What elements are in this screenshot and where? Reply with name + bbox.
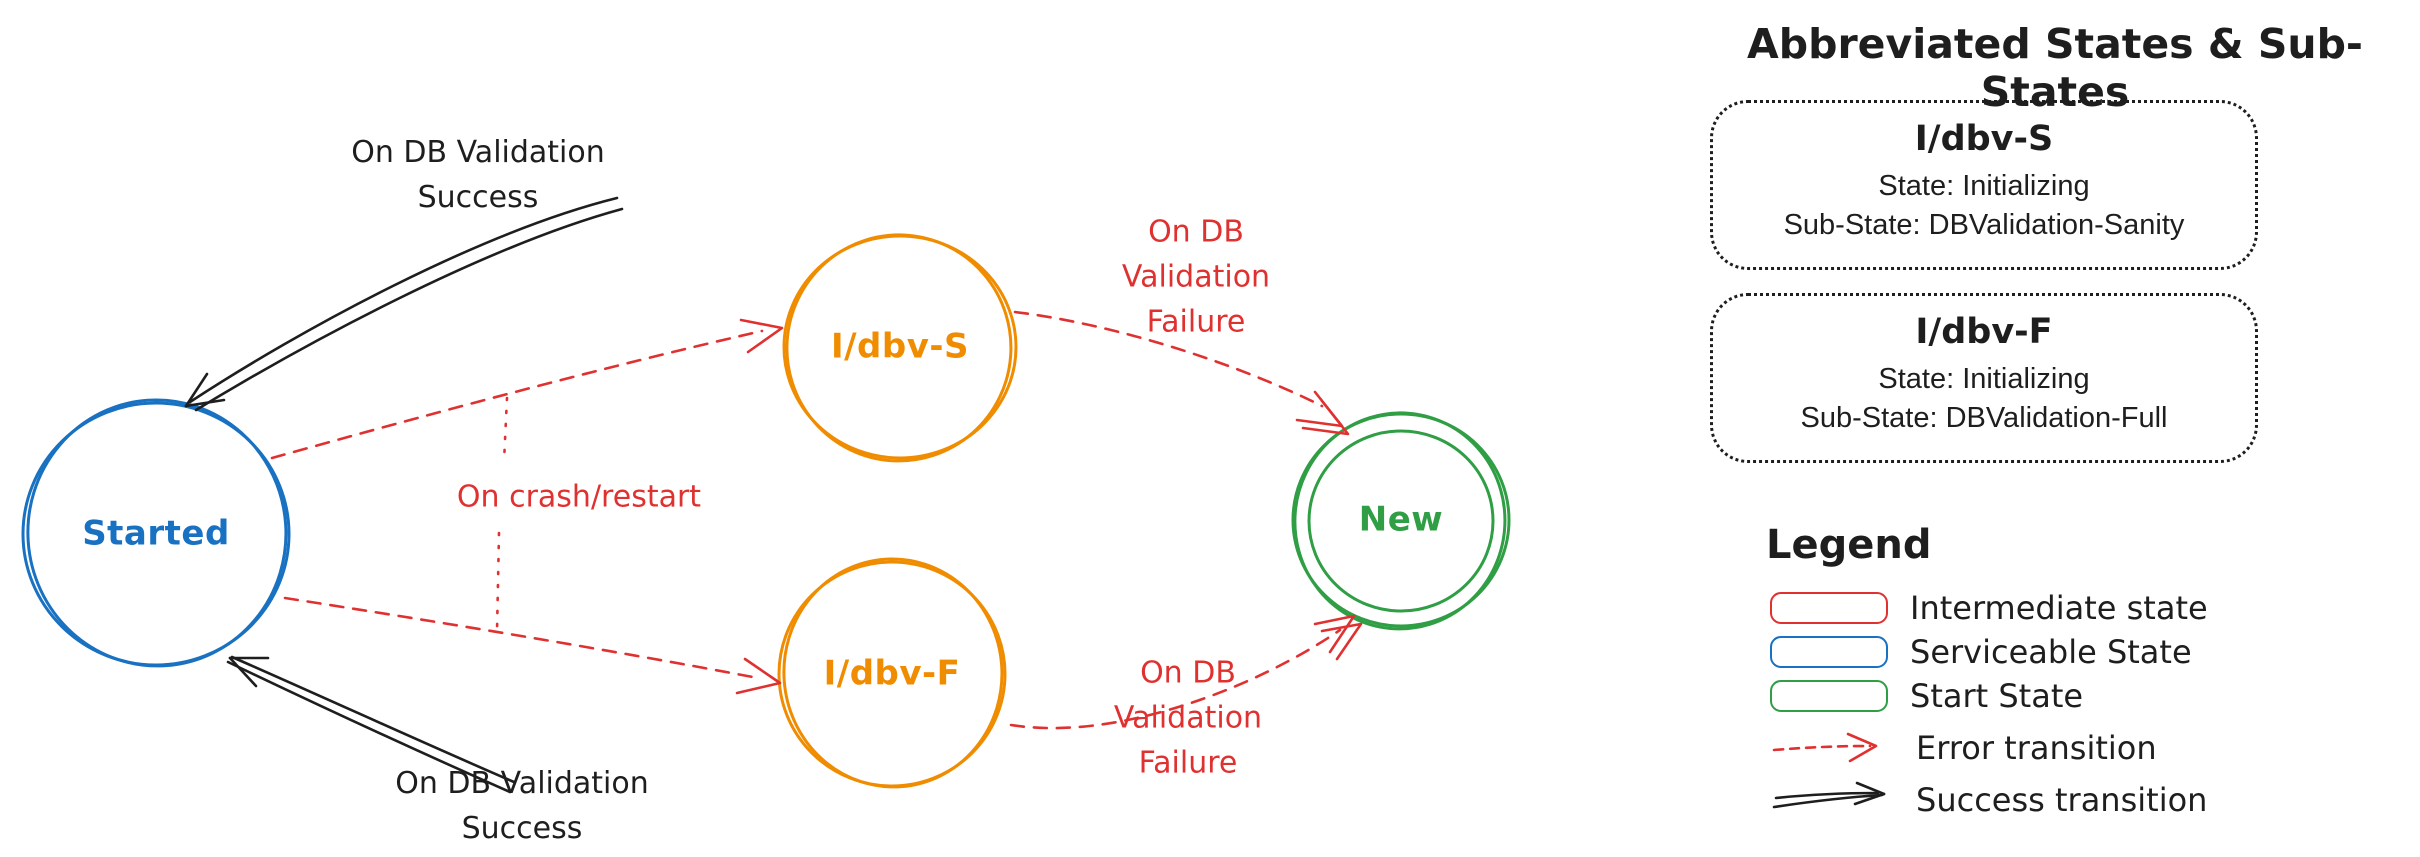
substate-box-idbv-f-substate: Sub-State: DBValidation-Full bbox=[1800, 402, 2168, 435]
error-transition-idbv-s-to-new bbox=[1013, 310, 1350, 436]
substate-box-idbv-s-title: I/dbv-S bbox=[1914, 119, 2054, 159]
legend-item-success-transition: Success transition bbox=[1770, 780, 2207, 820]
serviceable-state-swatch bbox=[1770, 636, 1888, 668]
intermediate-state-swatch bbox=[1770, 592, 1888, 624]
edge-label-failure-top: On DB Validation Failure bbox=[1121, 214, 1271, 340]
error-transition-started-to-idbv-f bbox=[283, 596, 782, 695]
legend-label: Start State bbox=[1910, 677, 2084, 715]
substate-box-idbv-f-state: State: Initializing bbox=[1878, 363, 2090, 395]
panel-title: Abbreviated States & Sub-States bbox=[1747, 20, 2363, 116]
legend-label: Error transition bbox=[1916, 729, 2157, 767]
legend-item-start-state: Start State bbox=[1770, 677, 2083, 715]
success-transition-top-arrow bbox=[184, 196, 624, 412]
legend-item-intermediate-state: Intermediate state bbox=[1770, 589, 2208, 627]
state-idbv-f-label: I/dbv-F bbox=[823, 653, 961, 694]
legend-title: Legend bbox=[1766, 522, 1932, 568]
state-new-label: New bbox=[1358, 499, 1444, 540]
legend-label: Success transition bbox=[1916, 781, 2208, 819]
edge-label-failure-bottom: On DB Validation Failure bbox=[1113, 655, 1263, 781]
edge-label-crash-restart: On crash/restart bbox=[456, 479, 702, 515]
error-transition-arrow-icon bbox=[1772, 732, 1878, 763]
substate-box-idbv-s: I/dbv-S State: Initializing Sub-State: D… bbox=[1710, 100, 2258, 270]
legend-label: Intermediate state bbox=[1910, 589, 2208, 627]
state-idbv-f-circle bbox=[777, 557, 1007, 789]
legend-item-error-transition: Error transition bbox=[1770, 728, 2157, 768]
substate-box-idbv-f-title: I/dbv-F bbox=[1915, 312, 2053, 352]
substate-box-idbv-s-substate: Sub-State: DBValidation-Sanity bbox=[1783, 209, 2185, 242]
state-started-label: Started bbox=[82, 513, 230, 554]
state-new-circle bbox=[1291, 411, 1511, 631]
error-transition-idbv-f-to-new bbox=[1009, 614, 1363, 730]
success-transition-bottom-arrow bbox=[226, 655, 516, 794]
state-started-circle bbox=[21, 398, 291, 668]
legend-label: Serviceable State bbox=[1910, 633, 2192, 671]
start-state-swatch bbox=[1770, 680, 1888, 712]
substate-box-idbv-f: I/dbv-F State: Initializing Sub-State: D… bbox=[1710, 293, 2258, 463]
crash-restart-dotted-connector bbox=[495, 396, 509, 634]
error-transition-started-to-idbv-s bbox=[270, 318, 784, 460]
edge-label-success-bottom: On DB Validation Success bbox=[395, 766, 649, 846]
edge-label-success-top: On DB Validation Success bbox=[351, 135, 605, 215]
legend-item-serviceable-state: Serviceable State bbox=[1770, 633, 2192, 671]
state-idbv-s-circle bbox=[782, 233, 1018, 463]
success-transition-arrow-icon bbox=[1772, 781, 1886, 809]
substate-box-idbv-s-state: State: Initializing bbox=[1878, 170, 2090, 202]
state-idbv-s-label: I/dbv-S bbox=[830, 326, 970, 367]
diagram-shapes bbox=[21, 196, 1511, 794]
